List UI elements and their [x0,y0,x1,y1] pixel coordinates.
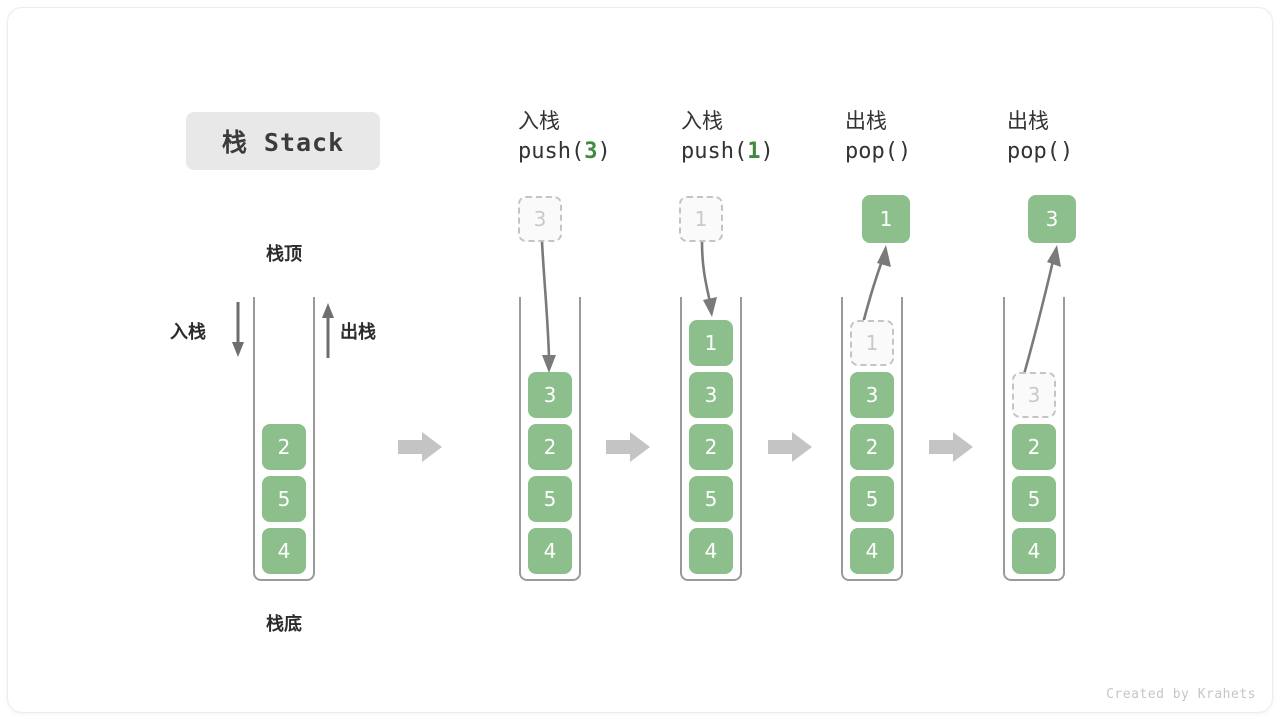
stack-cell: 4 [262,528,306,574]
stage-code-pop-1: pop() [845,139,912,164]
stack-bottom-label: 栈底 [266,614,302,635]
push-curve-arrow-icon [540,241,556,373]
stack-cells-pop-3: 3 2 5 4 [1012,372,1056,574]
stack-cell: 4 [850,528,894,574]
stage-code-pop-3: pop() [1007,139,1074,164]
stack-container-pop-3 [1003,297,1065,581]
stack-cell-ghost: 1 [850,320,894,366]
stack-top-label: 栈顶 [266,244,302,265]
stack-cell: 2 [262,424,306,470]
stack-cell-ghost: 3 [1012,372,1056,418]
incoming-ghost-cell-1: 1 [679,196,723,242]
incoming-ghost-cell-3: 3 [518,196,562,242]
stack-cell: 2 [850,424,894,470]
pop-curve-arrow-icon [1019,245,1061,386]
credit-footer: Created by Krahets [1106,687,1256,702]
stack-cell: 4 [689,528,733,574]
stack-cells-pop-1: 1 3 2 5 4 [850,320,894,574]
stack-container-push-1 [680,297,742,581]
stage-header-pop-3: 出栈 pop() [1007,106,1073,168]
stack-cell: 5 [528,476,572,522]
flow-arrow-icon [929,432,973,462]
push-direction-arrow-icon [232,302,244,357]
flow-arrow-icon [398,432,442,462]
stack-cell: 4 [528,528,572,574]
stack-cell: 2 [1012,424,1056,470]
stage-code-push-1: push(1) [681,139,774,164]
stage-header-push-3: 入栈 push(3) [518,106,611,168]
pop-direction-label: 出栈 [340,322,376,343]
page-title: 栈 Stack [186,112,380,170]
popped-result-cell-1: 1 [862,195,910,243]
stack-cells-initial: 2 5 4 [262,424,306,574]
stack-cell: 4 [1012,528,1056,574]
stack-cell: 2 [528,424,572,470]
stack-cell: 5 [850,476,894,522]
stage-header-pop-1: 出栈 pop() [845,106,911,168]
pop-direction-arrow-icon [322,303,334,358]
stage-header-push-1: 入栈 push(1) [681,106,774,168]
stage-code-push-3: push(3) [518,139,611,164]
stack-cell: 5 [689,476,733,522]
push-curve-arrow-icon [700,241,717,317]
stack-cell: 5 [262,476,306,522]
stack-cell: 5 [1012,476,1056,522]
stack-container-pop-1 [841,297,903,581]
stack-cell: 1 [689,320,733,366]
flow-arrow-icon [606,432,650,462]
push-direction-label: 入栈 [170,322,206,343]
stack-cells-push-3: 3 2 5 4 [528,372,572,574]
stack-cell: 3 [528,372,572,418]
flow-arrow-icon [768,432,812,462]
stack-cells-push-1: 1 3 2 5 4 [689,320,733,574]
stack-container-push-3 [519,297,581,581]
popped-result-cell-3: 3 [1028,195,1076,243]
stack-cell: 2 [689,424,733,470]
stack-container-initial [253,297,315,581]
stack-cell: 3 [689,372,733,418]
stack-cell: 3 [850,372,894,418]
